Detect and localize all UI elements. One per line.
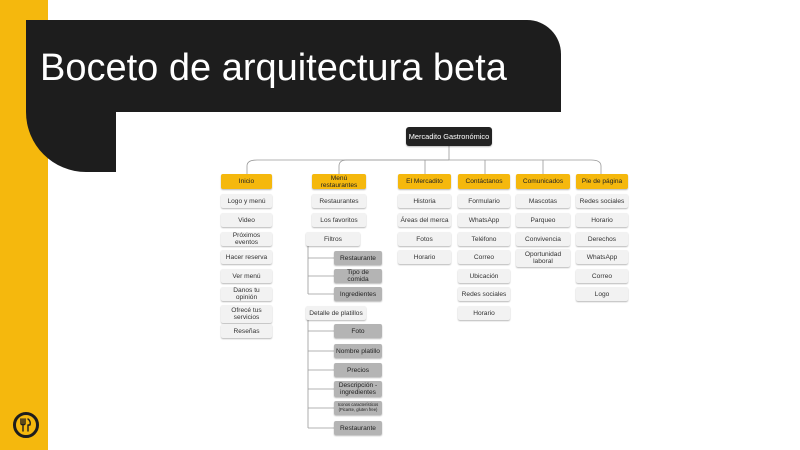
fork-knife-icon (20, 418, 31, 432)
node-filtro-ingredientes[interactable]: Ingredientes (334, 287, 382, 301)
category-el-mercadito[interactable]: El Mercadito (398, 174, 451, 189)
node-areas-del-merca[interactable]: Áreas del merca (398, 213, 451, 227)
node-telefono[interactable]: Teléfono (458, 232, 510, 246)
node-detalle-precios[interactable]: Precios (334, 363, 382, 377)
node-detalle-iconos[interactable]: Iconos característicos (Picante, gluten … (334, 401, 382, 415)
node-ubicacion[interactable]: Ubicación (458, 269, 510, 283)
node-filtro-restaurante[interactable]: Restaurante (334, 251, 382, 265)
node-parqueo[interactable]: Parqueo (516, 213, 570, 227)
node-mascotas[interactable]: Mascotas (516, 194, 570, 208)
node-whatsapp-contacto[interactable]: WhatsApp (458, 213, 510, 227)
node-ver-menu[interactable]: Ver menú (221, 269, 272, 283)
category-contactanos[interactable]: Contáctanos (458, 174, 510, 189)
node-horario-contacto[interactable]: Horario (458, 306, 510, 320)
node-logo-y-menu[interactable]: Logo y menú (221, 194, 272, 208)
category-inicio[interactable]: Inicio (221, 174, 272, 189)
node-filtros[interactable]: Filtros (306, 232, 360, 246)
node-hacer-reserva[interactable]: Hacer reserva (221, 250, 272, 264)
title-banner (26, 20, 561, 172)
node-filtro-tipo-de-comida[interactable]: Tipo de comida (334, 269, 382, 283)
root-node[interactable]: Mercadito Gastronómico (406, 127, 492, 146)
category-menu-restaurantes[interactable]: Menú restaurantes (312, 174, 366, 189)
node-correo-pie[interactable]: Correo (576, 269, 628, 283)
node-derechos[interactable]: Derechos (576, 232, 628, 246)
node-historia[interactable]: Historia (398, 194, 451, 208)
node-danos-tu-opinion[interactable]: Danos tu opinión (221, 287, 272, 301)
node-logo-pie[interactable]: Logo (576, 287, 628, 301)
node-detalle-nombre-platillo[interactable]: Nombre platillo (334, 344, 382, 358)
node-horario-pie[interactable]: Horario (576, 213, 628, 227)
node-los-favoritos[interactable]: Los favoritos (312, 213, 366, 227)
slide-title: Boceto de arquitectura beta (40, 47, 507, 89)
node-correo-contacto[interactable]: Correo (458, 250, 510, 264)
node-horario-mercadito[interactable]: Horario (398, 250, 451, 264)
node-fotos[interactable]: Fotos (398, 232, 451, 246)
node-resenas[interactable]: Reseñas (221, 324, 272, 338)
node-video[interactable]: Video (221, 213, 272, 227)
node-ofrece-tus-servicios[interactable]: Ofrecé tus servicios (221, 305, 272, 323)
category-comunicados[interactable]: Comunicados (516, 174, 570, 189)
category-pie-de-pagina[interactable]: Pie de página (576, 174, 628, 189)
node-formulario[interactable]: Formulario (458, 194, 510, 208)
node-convivencia[interactable]: Convivencia (516, 232, 570, 246)
node-restaurantes[interactable]: Restaurantes (312, 194, 366, 208)
node-redes-sociales-pie[interactable]: Redes sociales (576, 194, 628, 208)
node-detalle-foto[interactable]: Foto (334, 324, 382, 338)
node-proximos-eventos[interactable]: Próximos eventos (221, 232, 272, 246)
brand-logo-icon (13, 412, 39, 438)
node-oportunidad-laboral[interactable]: Oportunidad laboral (516, 249, 570, 267)
node-whatsapp-pie[interactable]: WhatsApp (576, 250, 628, 264)
node-redes-sociales-contacto[interactable]: Redes sociales (458, 287, 510, 301)
node-detalle-de-platillos[interactable]: Detalle de platillos (306, 306, 366, 320)
node-detalle-descripcion[interactable]: Descripción - ingredientes (334, 381, 382, 397)
node-detalle-restaurante[interactable]: Restaurante (334, 421, 382, 435)
